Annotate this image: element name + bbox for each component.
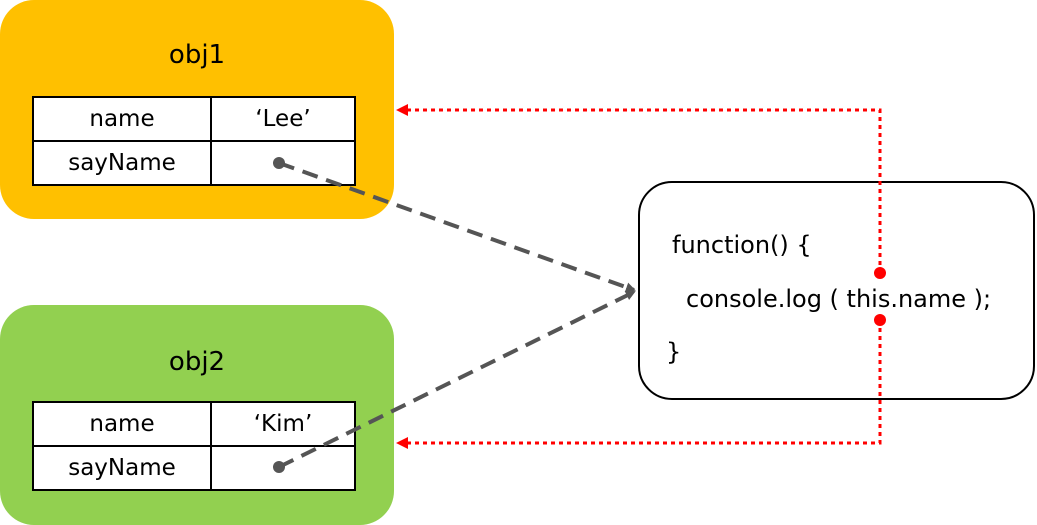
obj2-name-key: name (32, 401, 212, 447)
function-header-line: function() { (672, 231, 812, 259)
this-to-obj1-arrow (396, 104, 882, 273)
function-close-line: } (666, 338, 682, 366)
this-to-obj2-arrow (396, 320, 882, 449)
this-upper-dot (874, 267, 886, 279)
obj1-title: obj1 (168, 40, 226, 70)
table-row: sayName (32, 445, 356, 491)
this-lower-dot (874, 314, 886, 326)
obj2-name-value: ‘Kim’ (210, 401, 356, 447)
obj2-sayname-pointer-dot (273, 461, 285, 473)
console-log-line: console.log ( this.name ); (686, 285, 992, 313)
table-row: name ‘Lee’ (32, 96, 356, 142)
obj2-box: obj2 name ‘Kim’ sayName (0, 305, 394, 525)
obj1-sayname-pointer-dot (273, 157, 285, 169)
table-row: sayName (32, 140, 356, 186)
obj2-sayname-key: sayName (32, 445, 212, 491)
obj1-sayname-reference-arrow (278, 161, 636, 293)
obj2-property-table: name ‘Kim’ sayName (32, 401, 356, 491)
table-row: name ‘Kim’ (32, 401, 356, 447)
obj1-property-table: name ‘Lee’ sayName (32, 96, 356, 186)
function-box: function() { console.log ( this.name ); … (638, 181, 1035, 400)
obj2-title: obj2 (168, 347, 226, 377)
obj1-box: obj1 name ‘Lee’ sayName (0, 0, 394, 219)
obj1-name-value: ‘Lee’ (210, 96, 356, 142)
obj1-sayname-key: sayName (32, 140, 212, 186)
obj2-sayname-reference-arrow (278, 290, 636, 469)
obj1-name-key: name (32, 96, 212, 142)
